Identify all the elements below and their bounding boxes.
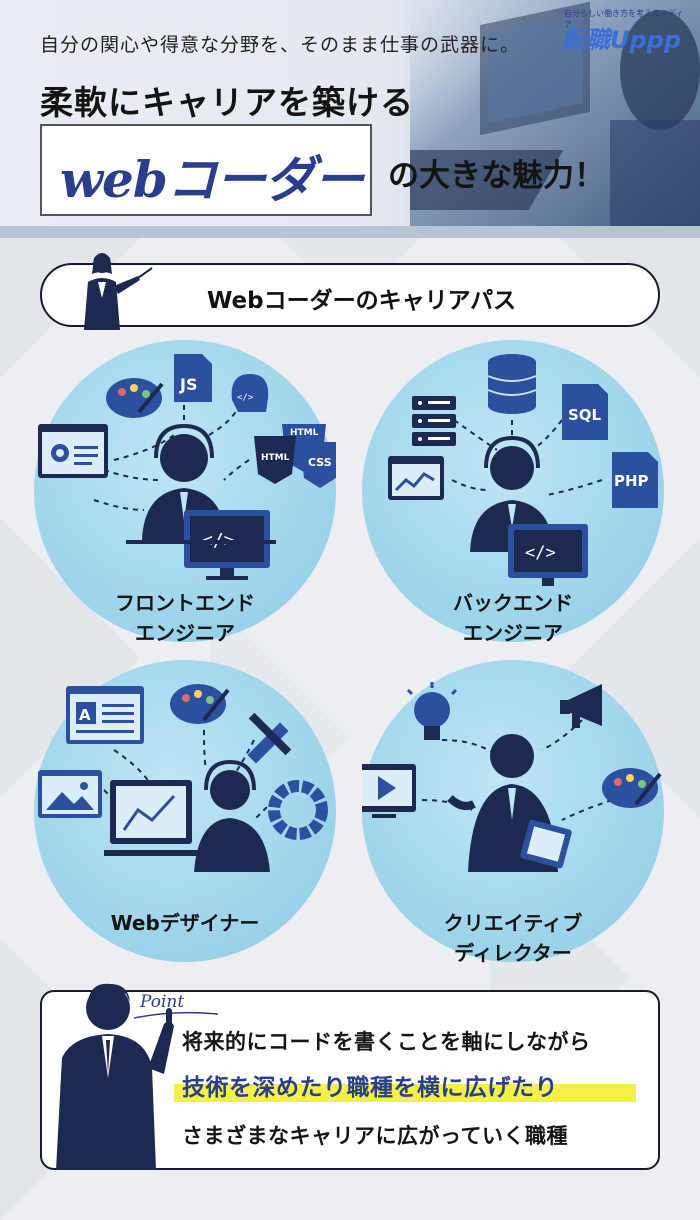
hero-header: 自分らしい働き方を考えるメディア 転職Uppp 自分の関心や得意な分野を、そのま… <box>0 0 700 238</box>
ai-head-icon: </> <box>231 374 269 412</box>
settings-window-icon <box>38 424 108 478</box>
career-director-label: クリエイティブ ディレクター <box>443 911 583 965</box>
point-line-2: 技術を深めたり職種を横に広げたり <box>182 1075 558 1101</box>
color-wheel-icon <box>268 780 328 840</box>
logo-tagline: 自分らしい働き方を考えるメディア <box>564 9 684 29</box>
svg-text:HTML: HTML <box>261 453 290 463</box>
clipboard-icon <box>520 819 572 869</box>
highlight-box: webコーダー <box>40 124 372 216</box>
svg-text:</>: </> <box>237 393 254 403</box>
lead-text: 自分の関心や得意な分野を、そのまま仕事の武器に。 <box>40 34 521 56</box>
career-designer-label: Webデザイナー <box>110 911 260 935</box>
server-icon <box>412 396 456 446</box>
career-frontend-label: フロントエンド エンジニア <box>115 591 255 645</box>
director-illustration <box>362 682 662 872</box>
layout-window-icon: A <box>66 686 144 744</box>
point-underline <box>134 1011 218 1019</box>
pencil-ruler-icon <box>247 712 292 764</box>
svg-text:SQL: SQL <box>568 406 602 424</box>
code-monitor-icon: </> <box>184 510 270 580</box>
highlight-marker <box>174 1084 636 1102</box>
headline-suffix: の大きな魅力！ <box>388 158 605 194</box>
video-player-icon <box>362 764 416 818</box>
palette-icon <box>602 768 662 808</box>
point-line-1: 将来的にコードを書くことを軸にしながら <box>182 1030 591 1054</box>
career-backend-label: バックエンド エンジニア <box>453 591 573 645</box>
programmer-photo <box>410 0 700 238</box>
sql-file-icon: SQL <box>562 384 608 440</box>
point-line-3: さまざまなキャリアに広がっていく職種 <box>182 1124 568 1148</box>
presenter-icon <box>84 253 153 330</box>
html-css-shield-icon: HTML HTML CSS <box>254 424 336 488</box>
header-divider <box>0 226 700 238</box>
lightbulb-icon <box>406 682 458 740</box>
section-title: Webコーダーのキャリアパス <box>207 288 517 314</box>
svg-text:CSS: CSS <box>308 456 332 469</box>
palette-icon <box>106 378 164 418</box>
svg-text:PHP: PHP <box>614 472 649 490</box>
svg-text:A: A <box>79 706 91 724</box>
analytics-window-icon <box>388 456 444 500</box>
frontend-illustration: JS </> HTML HTML CSS </> <box>38 354 336 580</box>
headline: 柔軟にキャリアを築ける <box>40 83 414 122</box>
svg-text:</>: </> <box>525 543 556 563</box>
palette-icon <box>170 684 230 724</box>
database-icon <box>487 354 537 414</box>
svg-text:HTML: HTML <box>290 428 319 438</box>
businessman-pointing-icon <box>56 983 174 1170</box>
image-window-icon <box>38 770 102 818</box>
point-tag: Point <box>140 992 185 1012</box>
designer-illustration: A <box>38 684 328 872</box>
engineer-headset-icon <box>194 759 270 872</box>
megaphone-icon <box>560 684 602 728</box>
highlight-text: webコーダー <box>60 150 364 209</box>
js-file-icon: JS <box>174 354 212 402</box>
drawing-monitor-icon <box>104 780 234 856</box>
code-monitor-icon: </> <box>508 524 588 586</box>
logo[interactable]: 自分らしい働き方を考えるメディア 転職Uppp <box>560 8 690 54</box>
svg-text:JS: JS <box>179 375 197 394</box>
logo-name: 転職Uppp <box>562 26 682 54</box>
php-file-icon: PHP <box>612 452 658 508</box>
backend-illustration: SQL PHP </> <box>388 354 658 586</box>
